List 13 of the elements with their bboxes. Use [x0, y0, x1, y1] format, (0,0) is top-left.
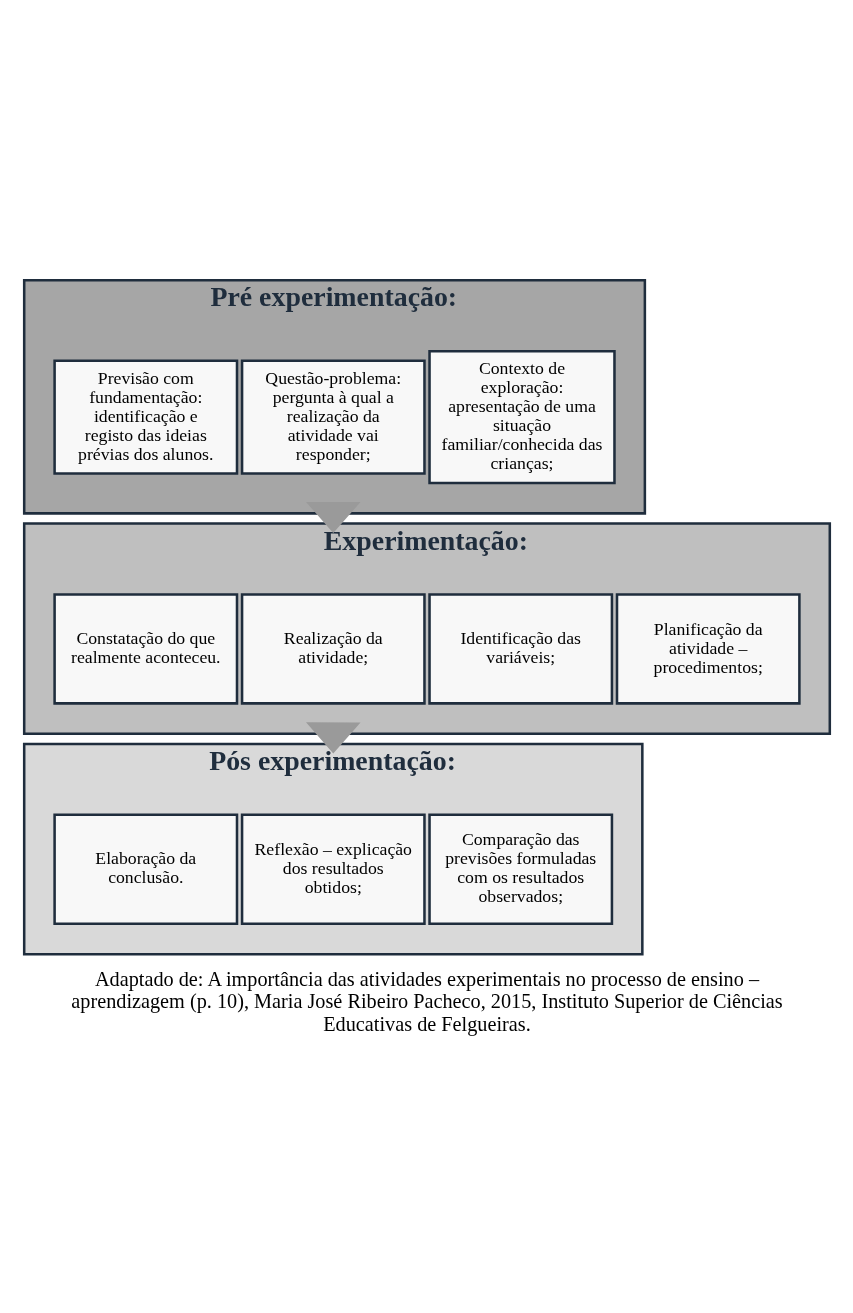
node-box: Previsão com fundamentação: identificação e registo das ideias prévias dos alunos.	[52, 359, 238, 475]
caption: Adaptado de: A importância das atividades experimentais no processo de ensino – aprendizagem (p. 10), Maria José Ribeiro Pacheco, 2015, Instituto Superior de Ciências Educativas de Felgueiras.	[70, 967, 783, 1036]
node-box: Questão-problema: pergunta à qual a realização da atividade vai responder;	[240, 359, 426, 475]
node-box: Realização da atividade;	[240, 593, 426, 705]
node-box: Identificação das variáveis;	[427, 593, 613, 705]
arrow	[305, 501, 361, 534]
node-box: Contexto de exploração: apresentação de uma situação familiar/conhecida das crianças;	[427, 349, 616, 485]
node-box: Comparação das previsões formuladas com os resultados observados;	[427, 813, 613, 926]
node-box: Elaboração da conclusão.	[52, 813, 238, 926]
node-box: Planificação da atividade – procedimentos;	[615, 593, 801, 705]
node-box: Constatação do que realmente aconteceu.	[52, 593, 238, 705]
arrow	[305, 722, 361, 754]
node-box: Reflexão – explicação dos resultados obtidos;	[240, 813, 426, 926]
